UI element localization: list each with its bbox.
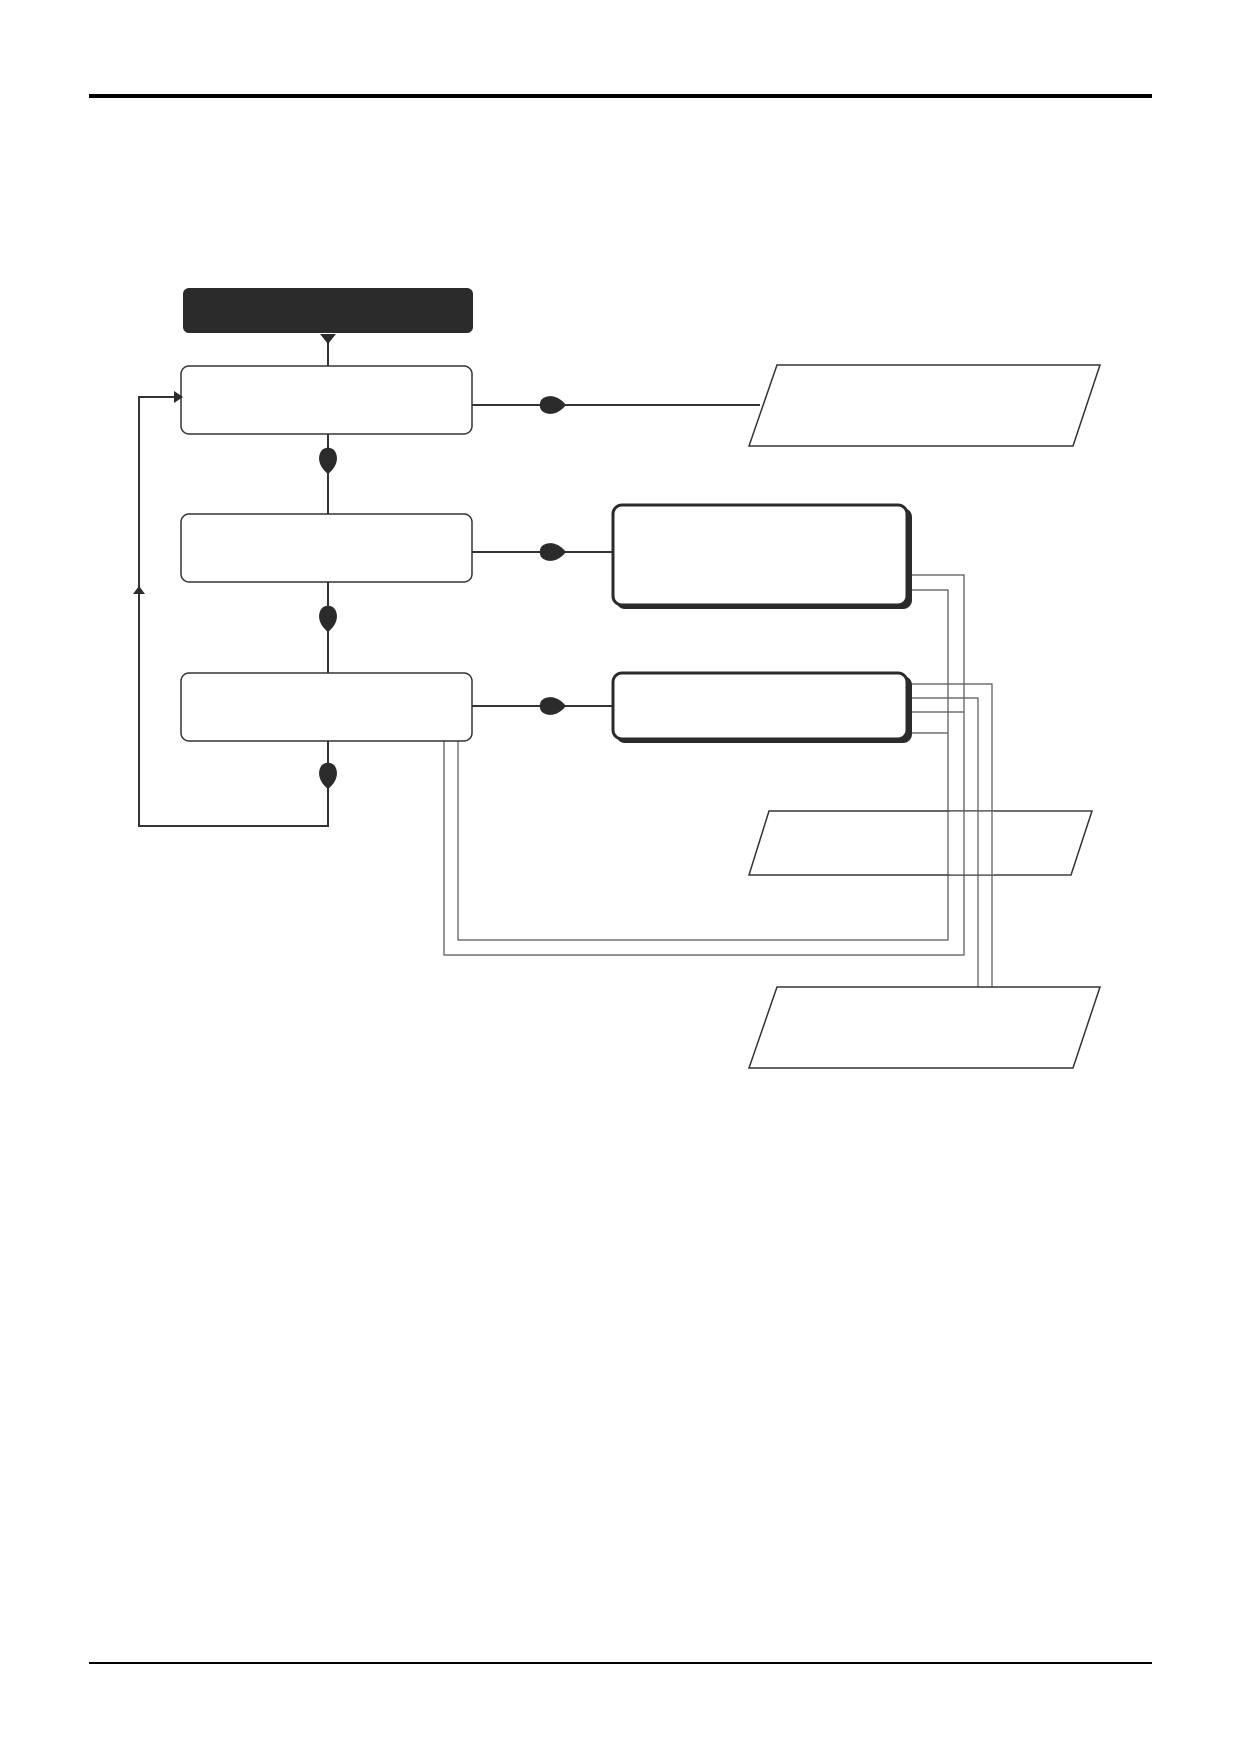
- io-node-1: [747, 364, 1102, 447]
- diagram-header-bar: [183, 288, 473, 333]
- io-node-2: [747, 810, 1094, 876]
- process-step-2: [180, 513, 473, 583]
- process-step-1: [180, 365, 473, 435]
- drop-marker-icon: [539, 396, 566, 414]
- drop-marker-icon: [319, 447, 337, 474]
- data-bus-lines: [443, 574, 993, 987]
- drop-marker-icon: [539, 543, 566, 561]
- module-1: [611, 503, 909, 607]
- drop-marker-icon: [319, 762, 337, 789]
- bus-crossing: [947, 810, 1090, 876]
- drop-marker-icon: [539, 697, 566, 715]
- loop-back-connector: [138, 396, 329, 827]
- header-arrow-icon: [320, 334, 336, 344]
- process-step-3: [180, 672, 473, 742]
- io-node-3: [747, 986, 1102, 1069]
- drop-markers: [319, 396, 566, 789]
- drop-marker-icon: [319, 605, 337, 632]
- loop-arrow-up-icon: [133, 586, 145, 594]
- loop-arrow-right-icon: [174, 391, 183, 403]
- module-2: [611, 671, 909, 741]
